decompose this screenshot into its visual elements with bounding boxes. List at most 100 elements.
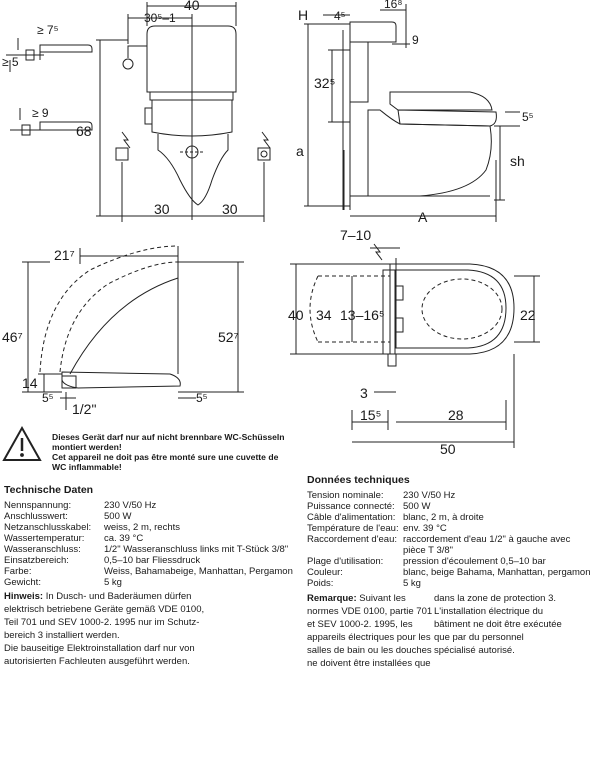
- note-line: ne doivent être installées que: [307, 658, 431, 669]
- spec-key: Farbe:: [4, 566, 32, 577]
- note-line: normes VDE 0100, partie 701: [307, 606, 433, 617]
- side-view: [304, 4, 520, 222]
- spec-row: Einsatzbereich:0,5–10 bar Fliessdruck: [4, 555, 294, 566]
- spec-row: Netzanschlusskabel: weiss, 2 m, rechts: [4, 522, 294, 533]
- warning-line: Dieses Gerät darf nur auf nicht brennbar…: [52, 432, 285, 442]
- dim-label: 68: [76, 123, 92, 139]
- spec-key: Nennspannung:: [4, 500, 72, 511]
- warning-line: montiert werden!: [52, 442, 122, 452]
- hinweis-note: Hinweis: In Dusch- und Baderäumen dürfen…: [4, 590, 289, 668]
- dim-label: ≥ 9: [32, 106, 49, 120]
- dim-label: 7–10: [340, 227, 371, 243]
- note-line: que par du personnel: [434, 632, 524, 643]
- dim-label: a: [296, 143, 304, 159]
- spec-row: Couleur:blanc, beige Bahama, Manhattan, …: [307, 567, 597, 578]
- spec-key: Température de l'eau:: [307, 523, 399, 534]
- note-line: salles de bain ou les douches: [307, 645, 432, 656]
- spec-row: Raccordement d'eau: raccordement d'eau 1/…: [307, 534, 597, 545]
- spec-key: Wasseranschluss:: [4, 544, 81, 555]
- note-line: bereich 3 installiert werden.: [4, 630, 120, 641]
- remarque-label: Remarque:: [307, 593, 357, 604]
- dim-label: 9: [412, 33, 419, 47]
- spec-key: Einsatzbereich:: [4, 555, 69, 566]
- dim-label: sh: [510, 153, 525, 169]
- spec-row: Wasseranschluss:1/2" Wasseranschluss lin…: [4, 544, 294, 555]
- warning-text: Dieses Gerät darf nur auf nicht brennbar…: [52, 432, 285, 472]
- spec-key: Anschlusswert:: [4, 511, 68, 522]
- dim-label: 1/2": [72, 401, 96, 417]
- spec-value: 230 V/50 Hz: [104, 500, 157, 511]
- spec-row: pièce T 3/8": [307, 545, 597, 556]
- dim-label: 16⁸: [384, 0, 402, 11]
- note-line: bâtiment ne doit être exécutée: [434, 619, 562, 630]
- remarque-note-col2: dans la zone de protection 3. L'installat…: [434, 592, 596, 657]
- note-line: spécialisé autorisé.: [434, 645, 515, 656]
- dim-label: 30: [154, 201, 170, 217]
- spec-row: Anschlusswert:500 W: [4, 511, 294, 522]
- spec-value: Weiss, Bahamabeige, Manhattan, Pergamon: [104, 566, 293, 577]
- spec-value: raccordement d'eau 1/2" à gauche avec: [403, 534, 571, 545]
- dim-label: 50: [440, 441, 456, 457]
- note-line: et SEV 1000-2. 1995, les: [307, 619, 413, 630]
- spec-value: weiss, 2 m, rechts: [104, 522, 181, 533]
- spec-key: Tension nominale:: [307, 490, 384, 501]
- top-view: [290, 247, 540, 448]
- spec-row: Puissance connecté:500 W: [307, 501, 597, 512]
- note-line: autorisierten Fachleuten ausgeführt werd…: [4, 656, 190, 667]
- note-line: In Dusch- und Baderäumen dürfen: [45, 591, 192, 602]
- spec-key: Netzanschlusskabel:: [4, 522, 92, 533]
- dim-label: 15⁵: [360, 407, 381, 423]
- side-detail-mid: [10, 108, 93, 136]
- note-line: dans la zone de protection 3.: [434, 593, 557, 604]
- tech-data-fr: Données techniques Tension nominale: 230 …: [307, 474, 597, 590]
- dim-label: 46⁷: [2, 329, 23, 345]
- dim-label: 28: [448, 407, 464, 423]
- spec-value: 500 W: [403, 501, 431, 512]
- spec-key: Plage d'utilisation:: [307, 556, 384, 567]
- dim-label: H: [298, 7, 308, 23]
- spec-row: Température de l'eau:env. 39 °C: [307, 523, 597, 534]
- dim-label: 30⁵–1: [144, 11, 176, 25]
- spec-row: Nennspannung: 230 V/50 Hz: [4, 500, 294, 511]
- dim-label: ≥ 5: [2, 55, 19, 69]
- dim-label: 52⁷: [218, 329, 239, 345]
- power-icon: [373, 243, 383, 261]
- spec-key: Wassertemperatur:: [4, 533, 85, 544]
- dim-label: 5⁵: [42, 391, 54, 405]
- spec-key: [307, 545, 403, 556]
- tech-data-de: Technische Daten Nennspannung: 230 V/50 H…: [4, 484, 294, 589]
- dim-label: 34: [316, 307, 332, 323]
- spec-key: Poids:: [307, 578, 334, 589]
- tech-data-fr-title: Données techniques: [307, 474, 410, 486]
- spec-row: Plage d'utilisation:pression d'écoulemen…: [307, 556, 597, 567]
- note-line: L'installation électrique du: [434, 606, 544, 617]
- dim-label: 21⁷: [54, 247, 75, 263]
- spec-key: Gewicht:: [4, 577, 41, 588]
- front-view: [96, 2, 271, 222]
- warning-icon: [2, 425, 42, 461]
- spec-value: blanc, beige Bahama, Manhattan, pergamon: [403, 567, 591, 578]
- tech-data-de-title: Technische Daten: [4, 484, 94, 496]
- dim-label: 22: [520, 307, 536, 323]
- warning-line: Cet appareil ne doit pas être monté sure…: [52, 452, 279, 462]
- spec-row: Poids:5 kg: [307, 578, 597, 589]
- dim-label: 32⁵: [314, 75, 335, 91]
- dim-label: 14: [22, 375, 38, 391]
- lid-opening-view: [22, 245, 244, 410]
- note-line: Teil 701 und SEV 1000-2. 1995 nur im Sch…: [4, 617, 200, 628]
- dim-label: 30: [222, 201, 238, 217]
- spec-value: pièce T 3/8": [403, 545, 454, 556]
- dim-label: 4⁵: [334, 9, 346, 23]
- spec-value: 5 kg: [104, 577, 122, 588]
- spec-value: 230 V/50 Hz: [403, 490, 456, 501]
- spec-key: Raccordement d'eau:: [307, 534, 398, 545]
- power-icon: [261, 131, 271, 149]
- hinweis-label: Hinweis:: [4, 591, 44, 602]
- dim-label: 13–16⁵: [340, 307, 385, 323]
- dim-label: A: [418, 209, 428, 225]
- spec-value: blanc, 2 m, à droite: [403, 512, 484, 523]
- dim-label: ≥ 7⁵: [37, 23, 59, 37]
- spec-row: Wassertemperatur:ca. 39 °C: [4, 533, 294, 544]
